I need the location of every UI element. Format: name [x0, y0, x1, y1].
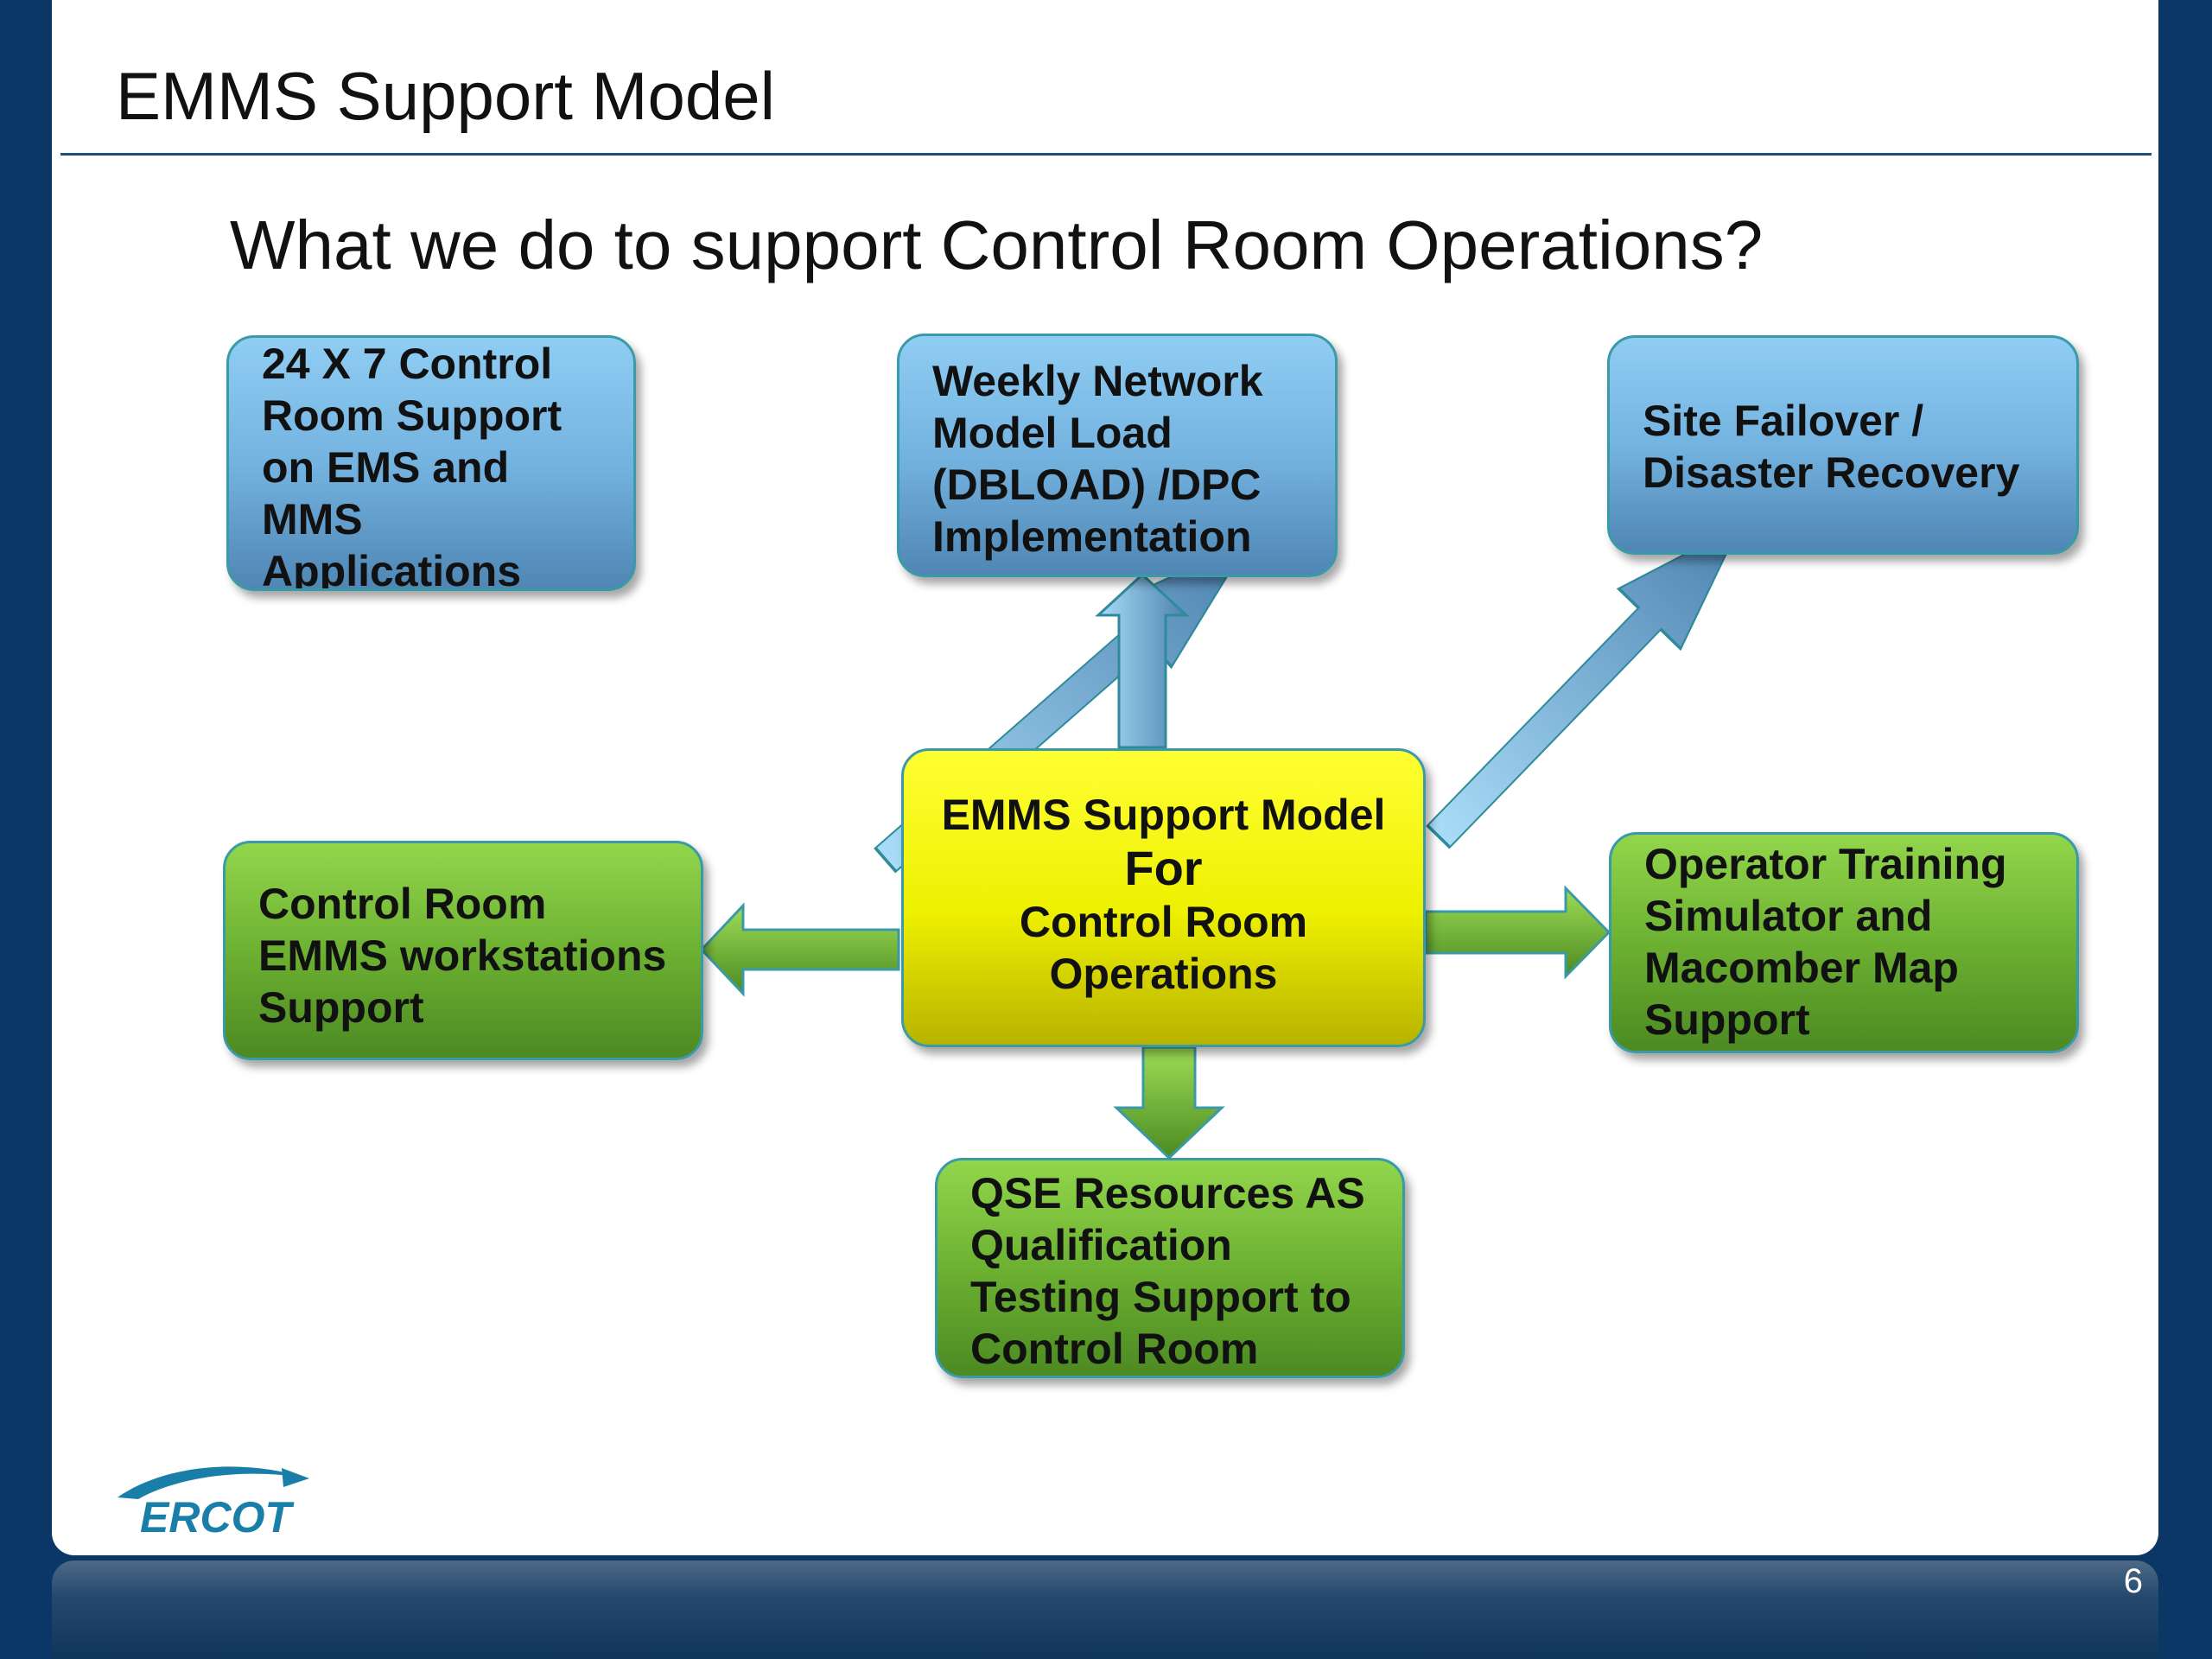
logo-text: ERCOT — [140, 1493, 295, 1541]
box-line: Disaster Recovery — [1643, 448, 2020, 497]
box-line: Room Support — [262, 391, 563, 440]
slide-subtitle: What we do to support Control Room Opera… — [230, 207, 1764, 283]
center-line: EMMS Support Model — [941, 791, 1386, 839]
box-line: Qualification — [970, 1221, 1232, 1269]
box-line: (DBLOAD) /DPC — [932, 461, 1262, 509]
box-line: Testing Support to — [970, 1273, 1351, 1321]
ercot-logo: ERCOT — [118, 1466, 309, 1541]
slide-title: EMMS Support Model — [116, 58, 775, 134]
center-line: For — [1124, 841, 1203, 895]
box-line: QSE Resources AS — [970, 1169, 1365, 1217]
box-site-failover-disaster-recovery: Site Failover / Disaster Recovery — [1607, 335, 2079, 555]
box-line: on EMS and — [262, 443, 510, 492]
arrow-to-site-failover — [1426, 524, 1742, 849]
arrow-to-network-model-load — [1095, 572, 1190, 749]
box-control-room-workstations-support: Control Room EMMS workstations Support — [223, 841, 703, 1060]
box-operator-training-simulator: Operator Training Simulator and Macomber… — [1609, 832, 2079, 1053]
box-line: Weekly Network — [932, 357, 1263, 405]
box-line: Operator Training — [1644, 840, 2007, 888]
box-line: 24 X 7 Control — [262, 340, 553, 388]
box-line: Applications — [262, 547, 522, 591]
box-line: Site Failover / — [1643, 397, 1924, 445]
box-line: Control Room — [970, 1325, 1259, 1373]
arrow-to-qse-testing — [1113, 1046, 1225, 1160]
box-line: Macomber Map — [1644, 944, 1959, 992]
box-line: Simulator and — [1644, 892, 1933, 940]
center-line: Operations — [1049, 950, 1278, 998]
arrow-to-workstations-support — [699, 902, 900, 997]
box-24x7-control-room-support: 24 X 7 Control Room Support on EMS and M… — [226, 335, 636, 591]
box-emms-support-model-center: EMMS Support Model For Control Room Oper… — [901, 748, 1426, 1047]
box-line: Model Load — [932, 409, 1173, 457]
box-qse-resources-testing: QSE Resources AS Qualification Testing S… — [935, 1158, 1405, 1378]
box-line: EMMS workstations — [258, 931, 667, 980]
box-line: Control Room — [258, 880, 547, 928]
arrow-to-operator-training — [1424, 885, 1611, 980]
box-line: MMS — [262, 495, 363, 543]
center-line: Control Room — [1019, 898, 1308, 946]
page-number: 6 — [2123, 1562, 2143, 1600]
footer-bar — [52, 1560, 2158, 1659]
box-line: Support — [1644, 995, 1810, 1044]
box-line: Support — [258, 983, 424, 1032]
slide: EMMS Support Model What we do to support… — [52, 0, 2158, 1555]
title-rule — [60, 153, 2152, 156]
box-weekly-network-model-load: Weekly Network Model Load (DBLOAD) /DPC … — [897, 334, 1338, 577]
box-line: Implementation — [932, 512, 1252, 561]
